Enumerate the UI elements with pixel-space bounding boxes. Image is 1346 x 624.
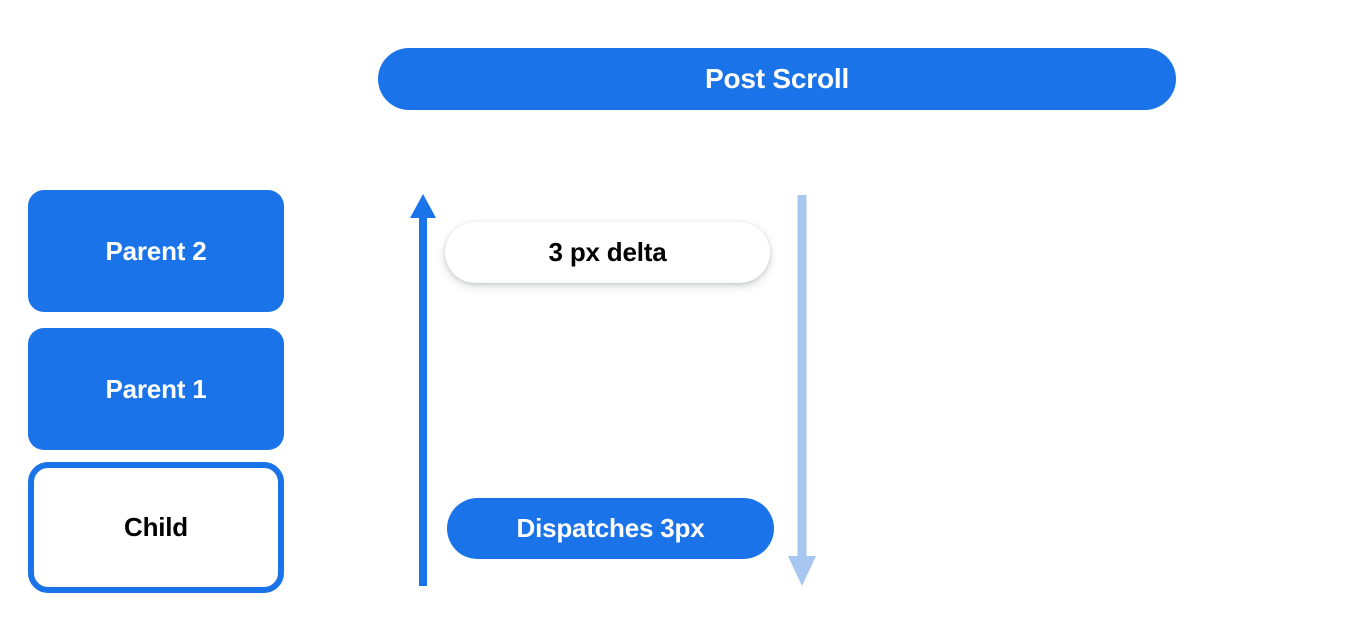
- node-parent-2: Parent 2: [28, 190, 284, 312]
- scroll-bubbling-up-arrow-icon: [410, 194, 436, 586]
- node-parent-1: Parent 1: [28, 328, 284, 450]
- callout-dispatches: Dispatches 3px: [447, 498, 774, 559]
- post-scroll-banner-label: Post Scroll: [704, 63, 850, 94]
- node-parent-1-label: Parent 1: [105, 373, 207, 404]
- post-scroll-banner: Post Scroll: [378, 48, 1176, 110]
- node-child: Child: [28, 462, 284, 593]
- callout-delta: 3 px delta: [445, 222, 770, 283]
- callout-dispatches-label: Dispatches 3px: [516, 513, 705, 543]
- callout-delta-label: 3 px delta: [548, 237, 667, 267]
- node-child-label: Child: [124, 512, 188, 542]
- node-parent-2-label: Parent 2: [105, 235, 207, 266]
- scroll-propagation-down-arrow-icon: [788, 195, 816, 586]
